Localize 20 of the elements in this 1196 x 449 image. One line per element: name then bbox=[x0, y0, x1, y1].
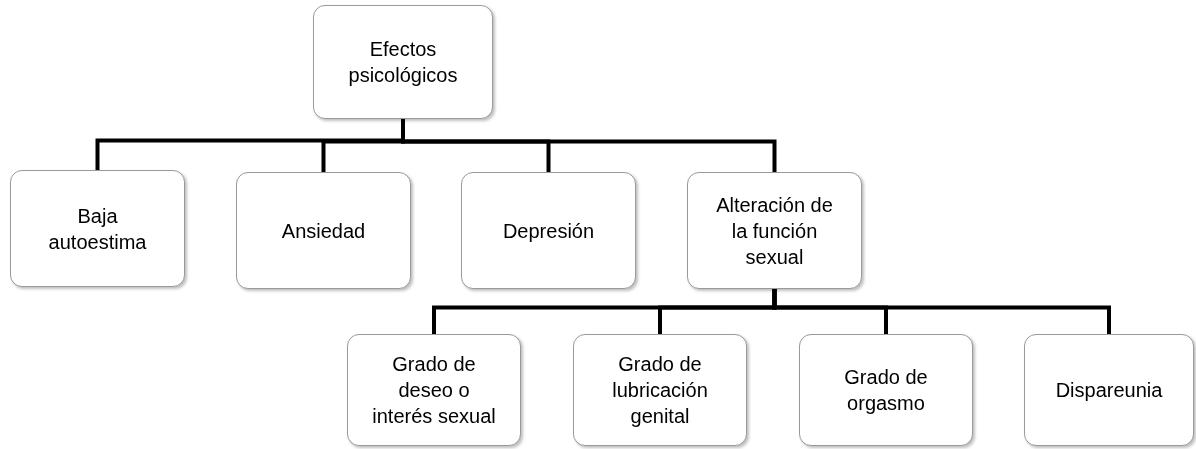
box-label: Grado de deseo o interés sexual bbox=[371, 352, 497, 429]
process-box bbox=[573, 334, 747, 446]
process-box bbox=[687, 172, 862, 289]
box-label: Grado de orgasmo bbox=[843, 365, 929, 416]
connector-line bbox=[772, 289, 1111, 334]
box-label: Grado de lubricación genital bbox=[611, 352, 709, 429]
box-label: Depresión bbox=[502, 218, 595, 244]
box-label: Ansiedad bbox=[281, 218, 366, 244]
box-label: Baja autoestima bbox=[47, 203, 148, 255]
process-box bbox=[799, 334, 973, 446]
box-label: Dispareunia bbox=[1055, 378, 1163, 403]
box-label: Efectos psicológicos bbox=[347, 37, 459, 88]
connector-line bbox=[401, 119, 777, 172]
process-box bbox=[10, 170, 185, 287]
process-box bbox=[313, 5, 493, 119]
process-box bbox=[236, 172, 411, 289]
process-box bbox=[1024, 334, 1194, 446]
process-box bbox=[347, 334, 521, 446]
box-label: Alteración de la función sexual bbox=[715, 192, 834, 270]
process-box bbox=[461, 172, 636, 289]
